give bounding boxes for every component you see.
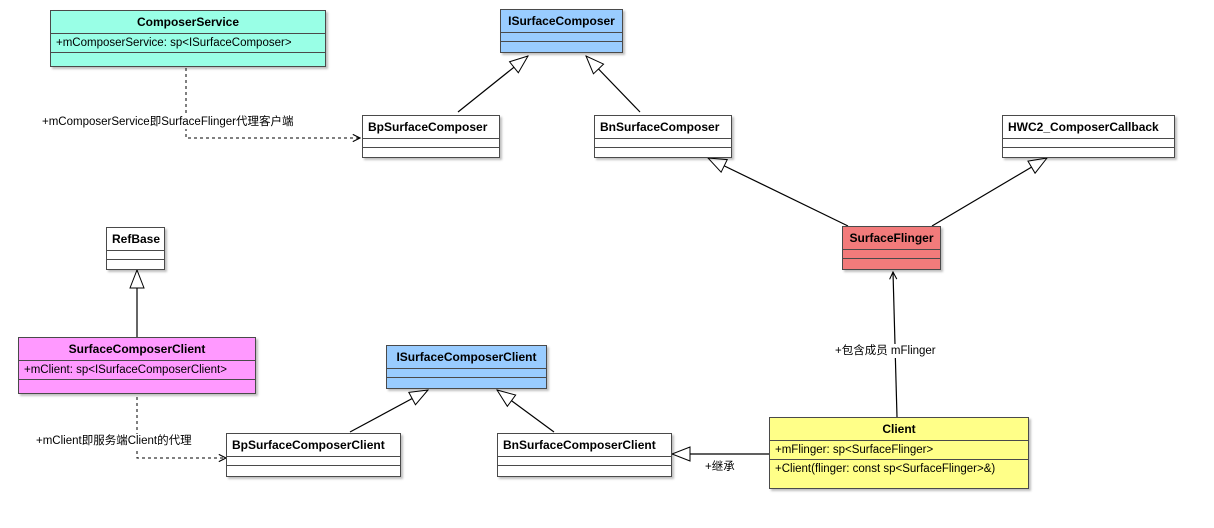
- attributes-compartment: [1003, 138, 1174, 147]
- operations-compartment: [843, 258, 940, 267]
- class-name: BpSurfaceComposer: [368, 120, 488, 134]
- bn-composer-inherits-line: [586, 56, 641, 113]
- class-attribute: +mFlinger: sp<SurfaceFlinger>: [770, 440, 1028, 459]
- operations-compartment: [51, 52, 325, 61]
- class-name: RefBase: [112, 232, 161, 246]
- client-proxy-label: +mClient即服务端Client的代理: [35, 434, 193, 448]
- operations-compartment: [19, 379, 255, 388]
- isurface-composer-class[interactable]: ISurfaceComposer: [500, 9, 623, 53]
- operations-compartment: [501, 41, 622, 50]
- isurface-composer-client-class[interactable]: ISurfaceComposerClient: [386, 345, 547, 389]
- client-member-label: +包含成员 mFlinger: [834, 344, 937, 358]
- bp-composer-inherits-line: [457, 56, 528, 113]
- operations-compartment: [107, 259, 164, 268]
- composer-service-proxy-line: [185, 68, 360, 138]
- bp-surface-composer-client-class[interactable]: BpSurfaceComposerClient: [226, 433, 401, 477]
- class-attribute: +mClient: sp<ISurfaceComposerClient>: [19, 360, 255, 379]
- client-class[interactable]: Client +mFlinger: sp<SurfaceFlinger> +Cl…: [769, 417, 1029, 489]
- flinger-inherits-bn-line: [708, 158, 849, 227]
- attributes-compartment: [595, 138, 731, 147]
- class-name: ISurfaceComposer: [508, 14, 615, 28]
- composer-service-proxy-label: +mComposerService即SurfaceFlinger代理客户端: [41, 115, 295, 129]
- class-operation: +Client(flinger: const sp<SurfaceFlinger…: [770, 459, 1028, 478]
- client-inherit-label: +继承: [704, 460, 736, 474]
- class-name: BnSurfaceComposerClient: [503, 438, 656, 452]
- operations-compartment: [227, 465, 400, 474]
- bn-client-inherits-line: [497, 390, 555, 433]
- attributes-compartment: [363, 138, 499, 147]
- flinger-inherits-hwc2-line: [931, 158, 1047, 227]
- class-name: ISurfaceComposerClient: [396, 350, 537, 364]
- ref-base-class[interactable]: RefBase: [106, 227, 165, 270]
- bn-surface-composer-client-class[interactable]: BnSurfaceComposerClient: [497, 433, 672, 477]
- operations-compartment: [498, 465, 671, 474]
- class-name: SurfaceFlinger: [849, 231, 934, 245]
- class-name: BpSurfaceComposerClient: [232, 438, 385, 452]
- class-name: ComposerService: [136, 15, 240, 29]
- hwc2-composer-callback-class[interactable]: HWC2_ComposerCallback: [1002, 115, 1175, 158]
- class-name: Client: [882, 422, 916, 436]
- surface-composer-client-class[interactable]: SurfaceComposerClient +mClient: sp<ISurf…: [18, 337, 256, 394]
- class-name: BnSurfaceComposer: [600, 120, 720, 134]
- bp-surface-composer-class[interactable]: BpSurfaceComposer: [362, 115, 500, 158]
- class-attribute: +mComposerService: sp<ISurfaceComposer>: [51, 33, 325, 52]
- attributes-compartment: [501, 32, 622, 41]
- class-name: HWC2_ComposerCallback: [1008, 120, 1159, 134]
- bp-client-inherits-line: [349, 390, 428, 433]
- operations-compartment: [1003, 147, 1174, 156]
- operations-compartment: [387, 377, 546, 386]
- operations-compartment: [363, 147, 499, 156]
- client-proxy-line: [136, 397, 226, 458]
- attributes-compartment: [387, 368, 546, 377]
- class-name: SurfaceComposerClient: [68, 342, 206, 356]
- bn-surface-composer-class[interactable]: BnSurfaceComposer: [594, 115, 732, 158]
- composer-service-class[interactable]: ComposerService +mComposerService: sp<IS…: [50, 10, 326, 67]
- attributes-compartment: [498, 456, 671, 465]
- surface-flinger-class[interactable]: SurfaceFlinger: [842, 226, 941, 270]
- attributes-compartment: [227, 456, 400, 465]
- operations-compartment: [595, 147, 731, 156]
- attributes-compartment: [843, 249, 940, 258]
- attributes-compartment: [107, 250, 164, 259]
